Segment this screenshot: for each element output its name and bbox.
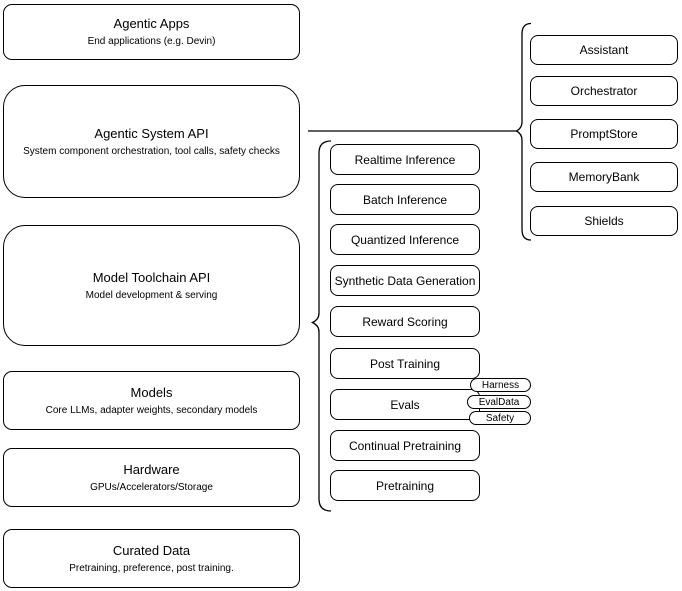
node-title: Models: [130, 384, 173, 400]
node-quantized-inference: Quantized Inference: [330, 224, 480, 255]
system-group-bracket: [515, 22, 532, 241]
pill-label: Safety: [485, 412, 515, 424]
node-title: Agentic System API: [94, 125, 209, 141]
node-label: Shields: [584, 214, 624, 228]
node-reward-scoring: Reward Scoring: [330, 306, 480, 337]
node-title: Curated Data: [112, 542, 191, 558]
node-promptstore: PromptStore: [530, 119, 678, 149]
node-label: Reward Scoring: [362, 314, 448, 329]
toolchain-group-bracket: [310, 140, 332, 512]
node-batch-inference: Batch Inference: [330, 184, 480, 215]
node-label: Quantized Inference: [350, 232, 460, 247]
node-model-toolchain-api: Model Toolchain API Model development & …: [3, 225, 300, 346]
node-label: Orchestrator: [570, 84, 638, 98]
node-label: Evals: [390, 397, 420, 412]
node-subtitle: System component orchestration, tool cal…: [23, 145, 280, 157]
node-subtitle: Pretraining, preference, post training.: [69, 562, 234, 574]
node-label: Pretraining: [375, 478, 435, 493]
node-label: Post Training: [369, 356, 441, 371]
node-label: PromptStore: [570, 127, 638, 141]
node-realtime-inference: Realtime Inference: [330, 144, 480, 175]
pill-label: Harness: [481, 379, 520, 391]
node-evals: Evals: [330, 389, 480, 420]
pill-evaldata: EvalData: [467, 395, 531, 409]
node-label: Assistant: [579, 43, 629, 57]
node-subtitle: End applications (e.g. Devin): [87, 36, 216, 47]
node-memorybank: MemoryBank: [530, 162, 678, 192]
node-title: Hardware: [123, 461, 180, 477]
node-orchestrator: Orchestrator: [530, 76, 678, 106]
node-subtitle: Model development & serving: [85, 289, 218, 301]
node-curated-data: Curated Data Pretraining, preference, po…: [3, 529, 300, 588]
node-synthetic-data-generation: Synthetic Data Generation: [330, 265, 480, 296]
node-agentic-system-api: Agentic System API System component orch…: [3, 85, 300, 198]
node-hardware: Hardware GPUs/Accelerators/Storage: [3, 448, 300, 507]
node-continual-pretraining: Continual Pretraining: [330, 430, 480, 461]
node-models: Models Core LLMs, adapter weights, secon…: [3, 371, 300, 430]
node-post-training: Post Training: [330, 348, 480, 379]
node-label: Synthetic Data Generation: [334, 273, 476, 288]
node-label: Realtime Inference: [354, 152, 456, 167]
node-title: Model Toolchain API: [92, 269, 211, 285]
pill-label: EvalData: [478, 396, 520, 408]
node-label: Continual Pretraining: [348, 438, 462, 453]
pill-safety: Safety: [469, 411, 531, 425]
node-label: Batch Inference: [362, 192, 448, 207]
node-assistant: Assistant: [530, 35, 678, 65]
node-subtitle: Core LLMs, adapter weights, secondary mo…: [45, 404, 258, 416]
node-pretraining: Pretraining: [330, 470, 480, 501]
pill-harness: Harness: [470, 378, 531, 392]
node-label: MemoryBank: [568, 170, 640, 184]
node-title: Agentic Apps: [113, 16, 190, 31]
node-shields: Shields: [530, 206, 678, 236]
node-subtitle: GPUs/Accelerators/Storage: [90, 481, 213, 493]
node-agentic-apps: Agentic Apps End applications (e.g. Devi…: [3, 4, 300, 60]
